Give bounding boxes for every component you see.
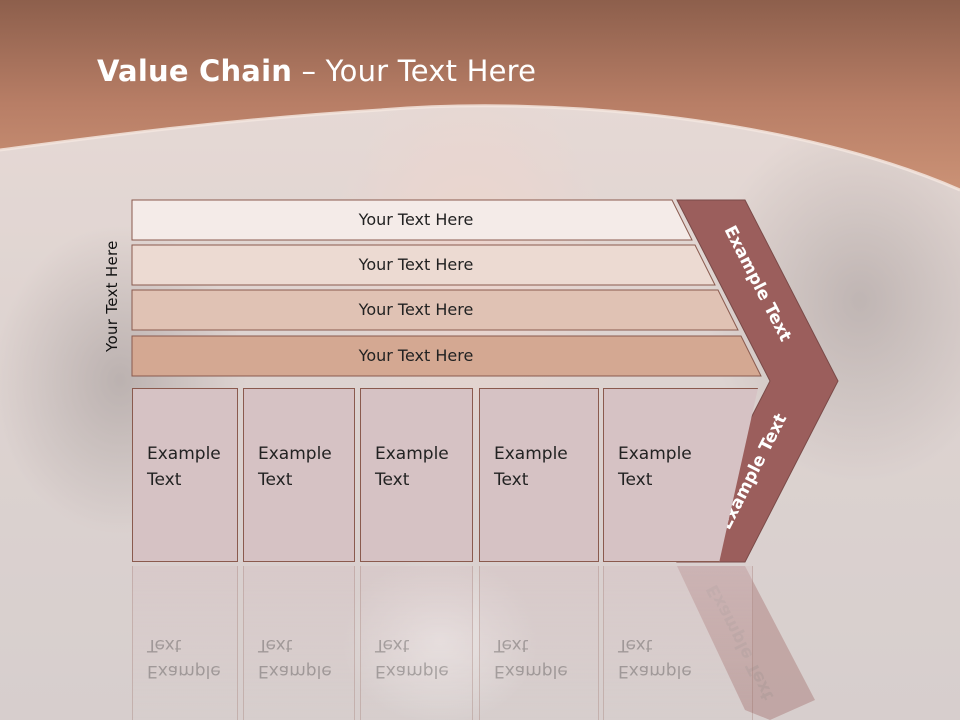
row-label: Your Text Here bbox=[358, 346, 474, 365]
activity-box-line2: Text bbox=[258, 470, 293, 490]
activity-box-line1: Example bbox=[375, 444, 449, 464]
activity-box-line1: Example bbox=[258, 444, 332, 464]
header-band bbox=[0, 0, 960, 192]
row-bar: Your Text Here bbox=[131, 244, 716, 286]
activity-box-line2: Text bbox=[494, 470, 529, 490]
row-label: Your Text Here bbox=[358, 300, 474, 319]
activity-box-line1: Example bbox=[618, 444, 692, 464]
title-rest: – Your Text Here bbox=[292, 54, 537, 88]
activity-box-line2: Text bbox=[618, 470, 653, 490]
row-label: Your Text Here bbox=[358, 255, 474, 274]
row-bar: Your Text Here bbox=[131, 199, 693, 241]
activity-box-line2: Text bbox=[147, 470, 182, 490]
row-label: Your Text Here bbox=[358, 210, 474, 229]
title-bold: Value Chain bbox=[97, 54, 293, 88]
activity-box-line2: Text bbox=[375, 470, 410, 490]
row-bar: Your Text Here bbox=[131, 335, 762, 377]
row-bar: Your Text Here bbox=[131, 289, 739, 331]
activity-box-line1: Example bbox=[147, 444, 221, 464]
slide-title: Value Chain – Your Text Here bbox=[97, 54, 536, 88]
activity-box-line1: Example bbox=[494, 444, 568, 464]
